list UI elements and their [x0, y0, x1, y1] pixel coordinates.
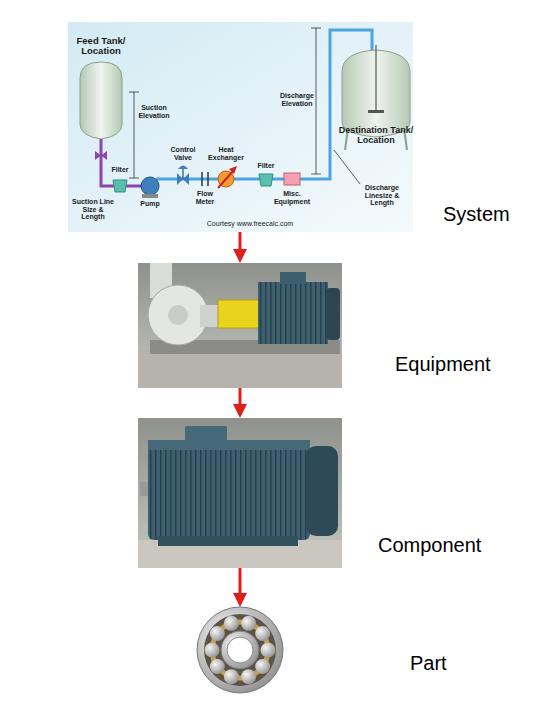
diagram-node: Part — [197, 607, 283, 693]
pump-eye — [168, 305, 188, 325]
part-label: Suction Elevation — [136, 104, 172, 119]
suction-valve — [95, 151, 107, 160]
part-label: Courtesy www.freecalc.com — [190, 220, 310, 228]
fan-cover — [326, 288, 340, 340]
pump-symbol — [141, 177, 159, 195]
leader-line — [334, 150, 360, 184]
agitator-blade — [368, 110, 384, 113]
motor-body — [258, 282, 328, 344]
bearing-ball — [255, 659, 270, 674]
filter-symbol — [259, 174, 273, 186]
part-label: Pump — [137, 200, 163, 208]
dimension-line — [134, 92, 135, 178]
discharge-pipe — [156, 30, 372, 179]
valve-actuator — [178, 166, 188, 170]
coupling-guard — [218, 300, 260, 328]
dimension-tick — [311, 174, 321, 175]
bearing-ball — [241, 616, 256, 631]
bearing-ball — [241, 669, 256, 684]
dimension-line — [316, 28, 317, 174]
suction-pipe — [101, 139, 141, 186]
part-label: Destination Tank/ Location — [336, 126, 416, 146]
bearing-ball — [205, 643, 220, 658]
part-label: Suction Line Size & Length — [70, 198, 116, 221]
part-label: Discharge Elevation — [278, 92, 316, 107]
part-label: Misc. Equipment — [272, 190, 312, 205]
part-label: Flow Meter — [188, 190, 222, 205]
motor-feet — [158, 536, 298, 546]
bearing-inner-ring — [221, 631, 259, 669]
bearing-ball — [224, 616, 239, 631]
flow-meter-symbol — [201, 172, 203, 186]
feed-tank — [80, 62, 122, 139]
heat-exchanger-symbol — [218, 171, 234, 187]
diagram-node: Equipment — [138, 263, 342, 388]
bearing-gap — [204, 614, 276, 686]
part-label: Filter — [106, 166, 134, 174]
terminal-box — [185, 426, 227, 444]
motor-top-band — [148, 440, 310, 450]
filter-symbol — [113, 180, 127, 192]
terminal-box — [280, 272, 306, 284]
component-illustration — [138, 418, 342, 568]
bearing-ball — [210, 626, 225, 641]
misc-equipment-symbol — [284, 173, 300, 185]
bearing-ball — [255, 626, 270, 641]
photo-background — [138, 263, 342, 388]
floor — [138, 350, 342, 388]
part-label: Control Valve — [165, 146, 201, 161]
bearing-outer-ring — [197, 607, 283, 693]
bearing-ball — [210, 659, 225, 674]
level-heading: Part — [410, 651, 447, 675]
diagram-node: Component — [138, 418, 342, 568]
heat-exchanger-arrowhead — [229, 166, 237, 174]
bearing-ball — [261, 643, 276, 658]
equipment-illustration — [138, 263, 342, 388]
bearing-ball — [224, 669, 239, 684]
dimension-tick — [129, 92, 139, 93]
level-heading: Equipment — [395, 352, 491, 376]
pump-casing — [148, 285, 208, 345]
part-label: Filter — [252, 162, 280, 170]
hierarchy-arrow — [239, 232, 242, 255]
bearing-bore — [227, 637, 253, 663]
bearing-housing — [200, 305, 220, 327]
heat-exchanger-arrow — [218, 170, 234, 188]
photo-background — [138, 418, 342, 568]
part-label: Feed Tank/ Location — [70, 36, 132, 57]
dimension-tick — [311, 28, 321, 29]
level-heading: System — [443, 202, 510, 226]
part-illustration — [197, 607, 283, 693]
level-heading: Component — [378, 533, 481, 557]
motor-body — [148, 440, 310, 540]
part-label: Discharge Linesize & Length — [354, 184, 410, 207]
tank-agitator — [375, 45, 376, 112]
flow-meter-symbol — [207, 172, 209, 186]
hierarchy-arrow — [239, 568, 242, 599]
valve-stem — [182, 169, 183, 179]
dimension-tick — [129, 178, 139, 179]
fan-cover — [306, 446, 338, 536]
pump-base — [142, 194, 158, 198]
part-label: Heat Exchanger — [206, 146, 246, 161]
hierarchy-arrow — [239, 388, 242, 410]
